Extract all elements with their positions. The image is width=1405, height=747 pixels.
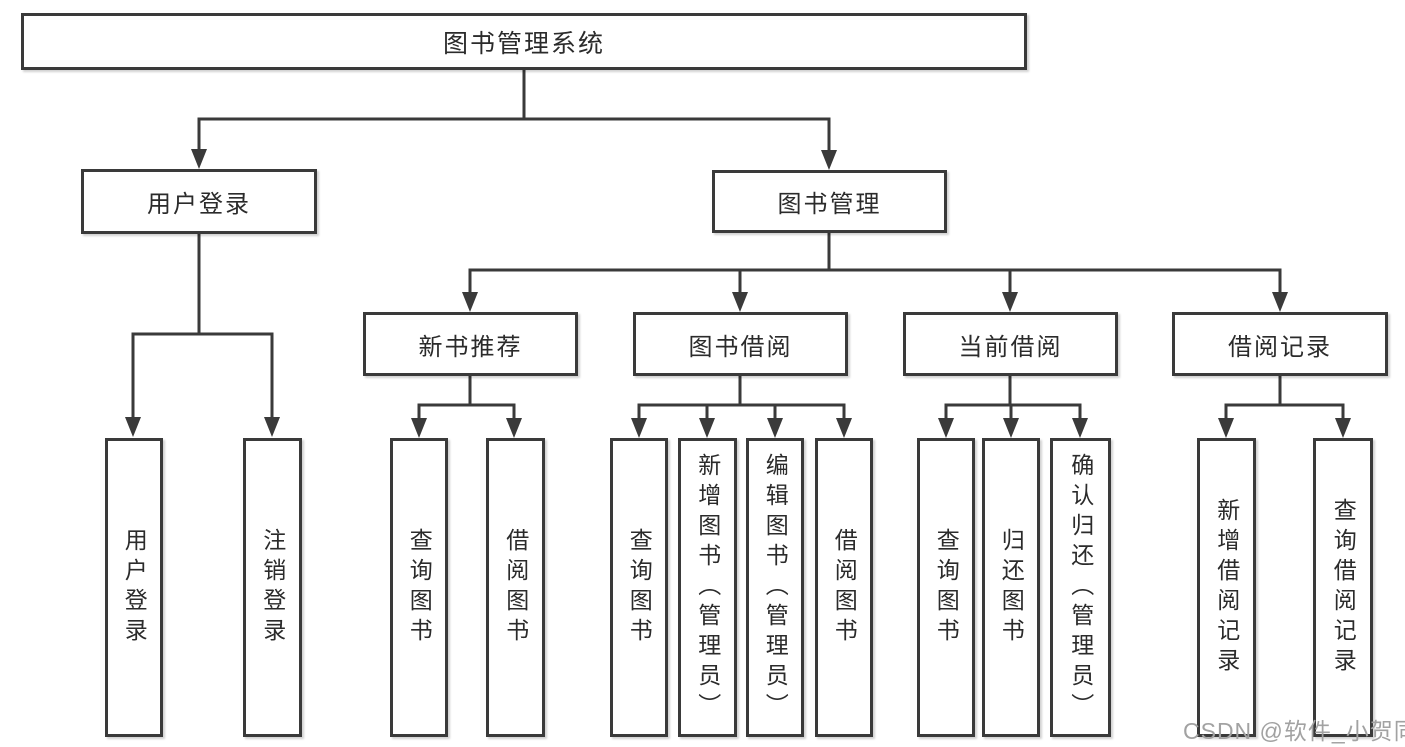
csdn-watermark: CSDN @软件_小贺同学 bbox=[1183, 718, 1405, 744]
leaf-logout-login-label: 注销登录 bbox=[259, 527, 286, 648]
leaf-query-books: 查询图书 bbox=[390, 438, 448, 737]
leaf-return-books: 归还图书 bbox=[982, 438, 1040, 737]
leaf-query-books-label: 查询图书 bbox=[626, 527, 653, 648]
node-current-borrowing: 当前借阅 bbox=[903, 312, 1118, 376]
node-library-management-system: 图书管理系统 bbox=[21, 13, 1027, 70]
leaf-user-login-label: 用户登录 bbox=[121, 527, 148, 648]
leaf-query-borrow-record-label: 查询借阅记录 bbox=[1330, 497, 1357, 678]
leaf-borrow-books: 借阅图书 bbox=[815, 438, 873, 737]
leaf-user-login: 用户登录 bbox=[105, 438, 163, 737]
leaf-confirm-return-admin-label: 确认归还（管理员） bbox=[1067, 452, 1094, 723]
leaf-logout-login: 注销登录 bbox=[243, 438, 302, 737]
leaf-query-books-label: 查询图书 bbox=[933, 527, 960, 648]
leaf-borrow-books-label: 借阅图书 bbox=[831, 527, 858, 648]
node-new-book-recommendation: 新书推荐 bbox=[363, 312, 578, 376]
leaf-query-books: 查询图书 bbox=[610, 438, 668, 737]
node-user-login: 用户登录 bbox=[81, 169, 317, 234]
leaf-add-books-admin: 新增图书（管理员） bbox=[678, 438, 737, 737]
leaf-confirm-return-admin: 确认归还（管理员） bbox=[1050, 438, 1111, 737]
leaf-borrow-books: 借阅图书 bbox=[486, 438, 545, 737]
leaf-edit-books-admin: 编辑图书（管理员） bbox=[746, 438, 804, 737]
leaf-return-books-label: 归还图书 bbox=[998, 527, 1025, 648]
leaf-query-borrow-record: 查询借阅记录 bbox=[1313, 438, 1373, 737]
node-book-management: 图书管理 bbox=[712, 170, 947, 233]
leaf-query-books: 查询图书 bbox=[917, 438, 975, 737]
node-borrowing-records: 借阅记录 bbox=[1172, 312, 1388, 376]
leaf-query-books-label: 查询图书 bbox=[406, 527, 433, 648]
leaf-edit-books-admin-label: 编辑图书（管理员） bbox=[762, 452, 789, 723]
leaf-add-borrow-record-label: 新增借阅记录 bbox=[1213, 497, 1240, 678]
leaf-borrow-books-label: 借阅图书 bbox=[502, 527, 529, 648]
leaf-add-borrow-record: 新增借阅记录 bbox=[1197, 438, 1256, 737]
node-book-borrowing: 图书借阅 bbox=[633, 312, 848, 376]
leaf-add-books-admin-label: 新增图书（管理员） bbox=[694, 452, 721, 723]
